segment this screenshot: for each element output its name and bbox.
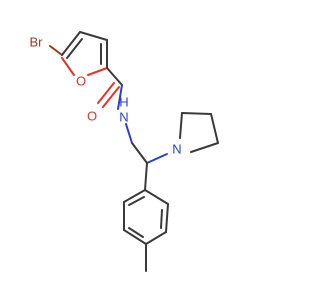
molecule-structure: Br O O N H N — [0, 0, 300, 300]
bond-ring-a — [144, 189, 169, 205]
atom-carbonyl-o-label: O — [87, 109, 97, 124]
atom-br-label: Br — [30, 35, 44, 50]
bond-ring-f — [123, 189, 146, 203]
atom-amide-n-label: N — [119, 110, 128, 125]
bond-furan-c4-c3 — [79, 31, 108, 41]
bond-pyrrolidine-n-c2 — [179, 112, 183, 139]
bond-ring-f-inner — [128, 196, 145, 206]
atom-pyrrolidine-n-label: N — [172, 142, 181, 157]
bond-ch2-ch — [131, 142, 148, 164]
bond-pyrrolidine-c4-c5 — [190, 142, 219, 153]
bond-pyrrolidine-c3-c4 — [210, 113, 219, 144]
bond-carbonyl-c-o — [102, 86, 120, 108]
bond-furan-o-c5 — [61, 57, 75, 76]
bond-furan-c5-c4 — [61, 31, 81, 56]
bond-ring-b — [165, 203, 169, 233]
atom-furan-o-label: O — [76, 74, 86, 89]
bond-ch-phenyl — [144, 162, 148, 191]
bond-lines — [49, 31, 219, 272]
bond-carbonyl-c-o-double — [97, 82, 115, 104]
bond-br-c5 — [49, 45, 63, 56]
bond-ring-d — [123, 229, 147, 245]
atom-amide-h-label: H — [119, 95, 128, 110]
bond-furan-c2-carbonyl-c — [106, 67, 123, 86]
canvas-background — [0, 0, 300, 300]
bond-ring-b-inner — [160, 209, 163, 229]
bond-furan-c5-c4-double — [66, 38, 83, 59]
bond-pyrrolidine-c2-c3 — [181, 112, 212, 115]
bond-furan-c2-o — [87, 67, 108, 76]
atom-labels: Br O O N H N — [30, 35, 182, 157]
bond-amide-n-ch2 — [125, 123, 133, 144]
bond-carbonyl-c-n — [117, 84, 123, 110]
bond-ring-d-inner — [128, 227, 144, 238]
bond-ch-pyrrolidine-n — [146, 153, 168, 164]
bond-ring-c — [145, 231, 167, 245]
